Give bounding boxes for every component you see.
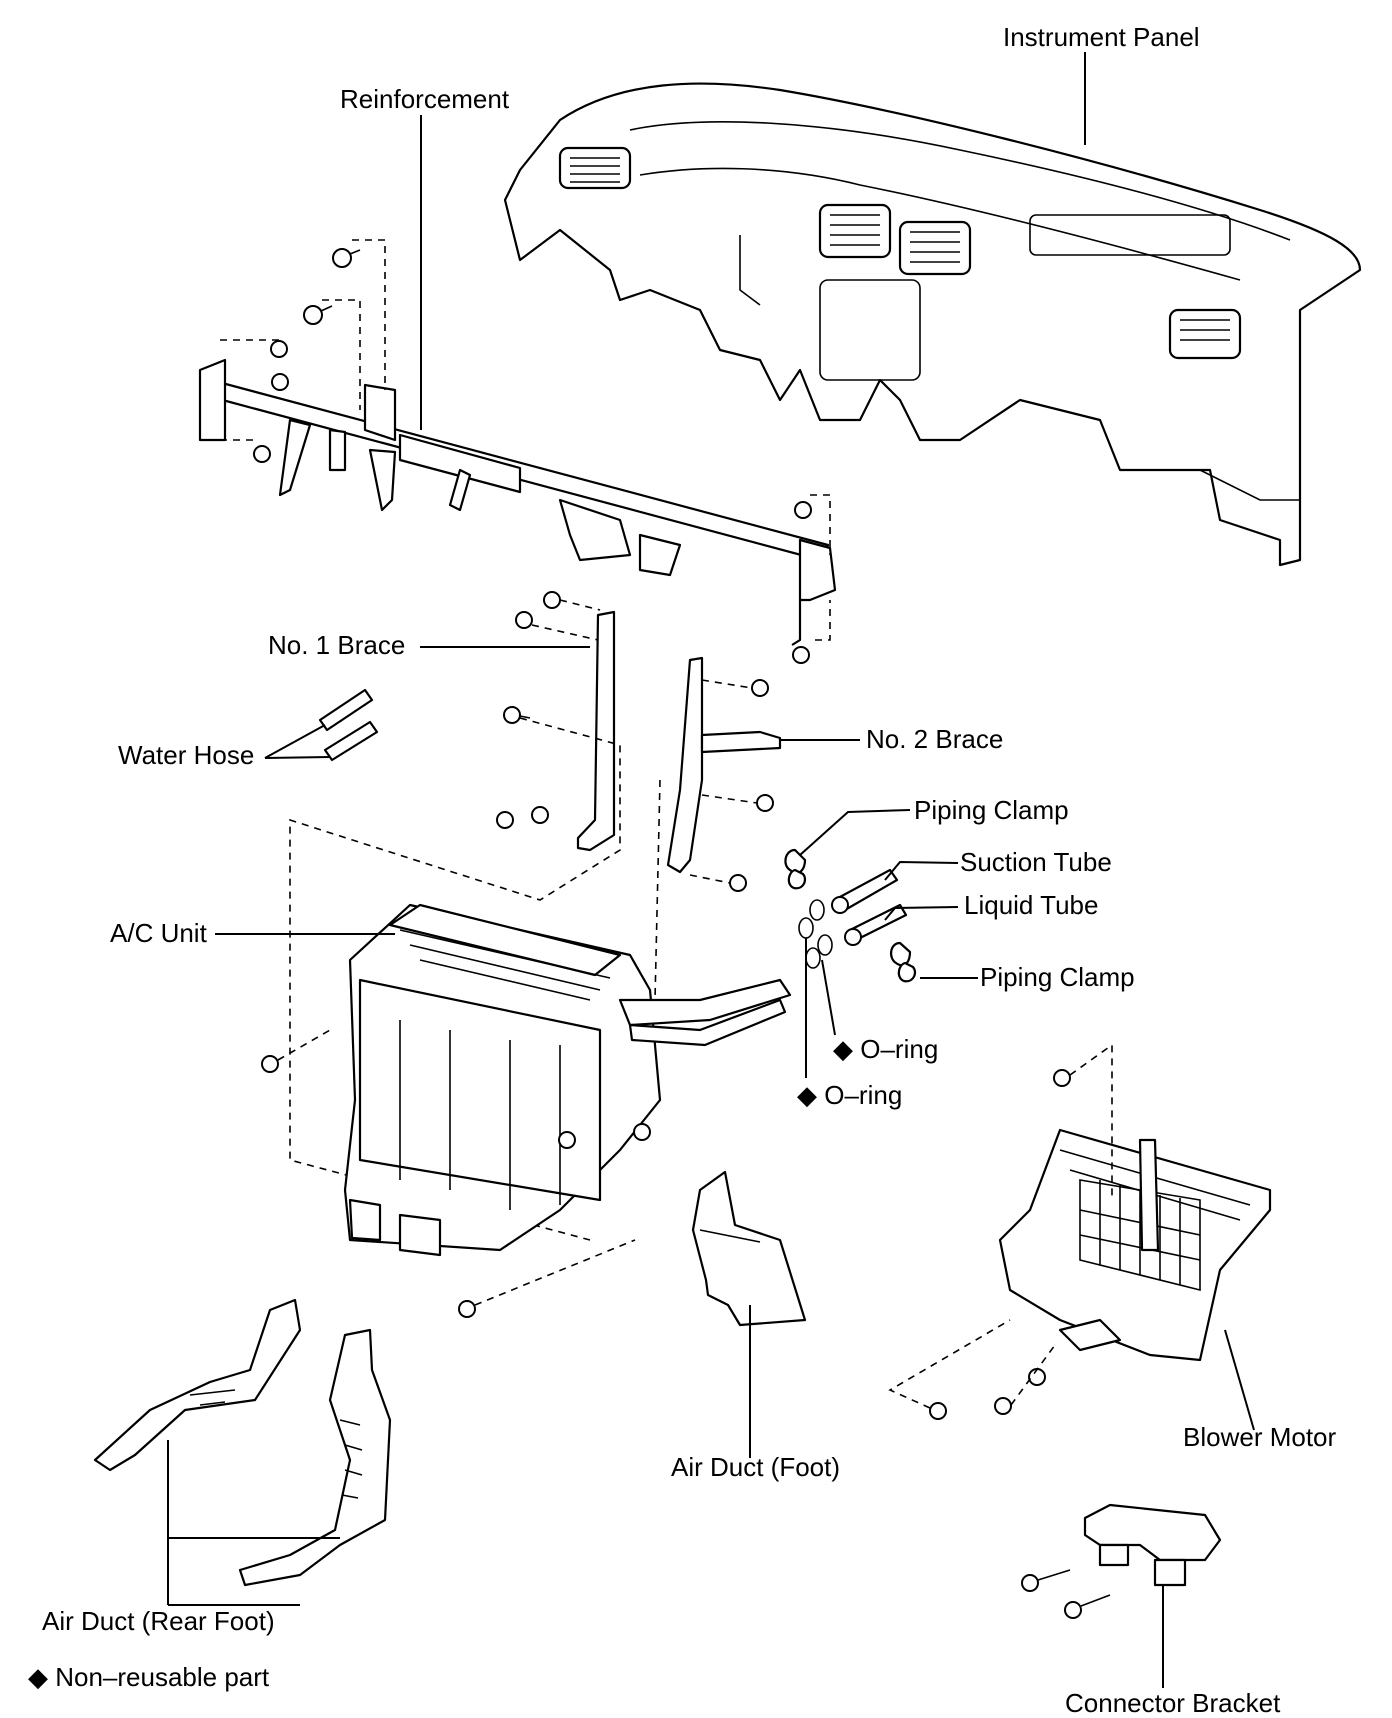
label-piping-clamp-lower: Piping Clamp	[980, 962, 1135, 992]
label-reinforcement: Reinforcement	[340, 84, 510, 114]
instrument-panel-drawing	[503, 82, 1362, 567]
no1-brace-drawing	[289, 591, 621, 1241]
air-duct-foot-drawing	[691, 1170, 807, 1327]
leader-lines	[167, 52, 1255, 1688]
label-water-hose: Water Hose	[118, 740, 255, 770]
label-no2-brace: No. 2 Brace	[866, 724, 1004, 754]
label-air-duct-foot: Air Duct (Foot)	[671, 1452, 841, 1482]
label-connector-bracket: Connector Bracket	[1065, 1688, 1281, 1718]
label-blower-motor: Blower Motor	[1183, 1422, 1337, 1452]
label-o-ring-lower: ◆ O–ring	[797, 1080, 902, 1110]
reinforcement-fasteners	[220, 239, 831, 664]
legend-non-reusable: ◆ Non–reusable part	[28, 1662, 269, 1692]
non-reusable-diamond-icon: ◆	[833, 1034, 853, 1064]
reinforcement-drawing	[198, 358, 837, 646]
water-hose-drawing	[318, 688, 379, 762]
label-o-ring-upper-text: O–ring	[860, 1034, 939, 1064]
label-suction-tube: Suction Tube	[960, 847, 1112, 877]
legend-text: Non–reusable part	[55, 1662, 270, 1692]
label-liquid-tube: Liquid Tube	[964, 890, 1099, 920]
label-o-ring-upper: ◆ O–ring	[833, 1034, 938, 1064]
label-air-duct-rear-foot: Air Duct (Rear Foot)	[42, 1606, 275, 1636]
air-duct-rear-foot-drawing	[93, 1298, 392, 1587]
label-o-ring-lower-text: O–ring	[824, 1080, 903, 1110]
piping-parts-drawing	[784, 848, 917, 983]
blower-motor-drawing	[888, 1043, 1272, 1420]
legend-diamond-icon: ◆	[28, 1662, 48, 1692]
label-ac-unit: A/C Unit	[110, 918, 207, 948]
non-reusable-diamond-icon: ◆	[797, 1080, 817, 1110]
connector-bracket-drawing	[1021, 1503, 1222, 1619]
ac-unit-fasteners	[261, 1029, 636, 1318]
label-piping-clamp-upper: Piping Clamp	[914, 795, 1069, 825]
ac-unit-drawing	[343, 903, 792, 1257]
no2-brace-drawing	[559, 656, 782, 1101]
label-instrument-panel: Instrument Panel	[1003, 22, 1200, 52]
label-no1-brace: No. 1 Brace	[268, 630, 406, 660]
